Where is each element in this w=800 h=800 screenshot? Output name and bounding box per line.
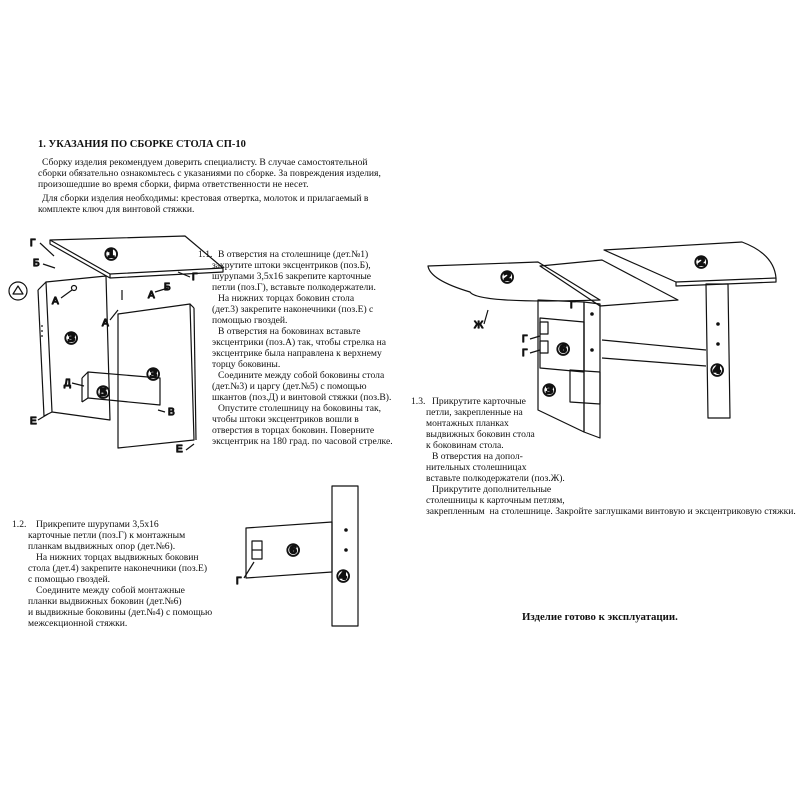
part-number-1: ① bbox=[104, 245, 118, 264]
part-number-5: ⑤ bbox=[96, 383, 110, 402]
step-1-2-line: карточные петли (поз.Г) к монтажным bbox=[28, 530, 186, 541]
step-1-1-line: В отверстия на столешнице (дет.№1) bbox=[218, 249, 369, 260]
part-number-4: ④ bbox=[336, 567, 350, 586]
cam-lock-icon bbox=[8, 281, 28, 301]
diagram-complete-table: ② ④ ② ③ ⑥ Ж Г Г Г bbox=[427, 241, 777, 439]
side-panel-right bbox=[117, 303, 195, 449]
label-a: А bbox=[102, 318, 109, 329]
step-1-3-line: Прикрутите дополнительные bbox=[432, 484, 552, 495]
part-number-4: ④ bbox=[710, 361, 724, 380]
step-number: 1.1. bbox=[198, 249, 213, 260]
step-1-1-line: эксцентрике была направлена к верхнему bbox=[212, 348, 382, 359]
extension-leaf-left bbox=[427, 261, 601, 302]
part-number-6: ⑥ bbox=[556, 340, 570, 359]
extension-side-panel bbox=[331, 485, 359, 627]
label-zh: Ж bbox=[474, 320, 484, 331]
step-1-1-line: шурупами 3,5х16 закрепите карточные bbox=[212, 271, 372, 282]
diagram-table-base: ① ③ ⑤ ③ Г Б А Б bbox=[8, 235, 224, 456]
label-a: А bbox=[148, 290, 155, 301]
step-1-3-line: петли, закрепленные на bbox=[426, 407, 523, 418]
tabletop-part bbox=[49, 235, 224, 275]
step-1-3-line: нительных столешницах bbox=[426, 462, 527, 473]
side-panel-left bbox=[45, 275, 111, 421]
step-1-3-line: В отверстия на допол- bbox=[432, 451, 523, 462]
label-g: Г bbox=[30, 238, 36, 249]
step-1-1-line: Соедините между собой боковины стола bbox=[218, 370, 385, 381]
label-a: А bbox=[52, 296, 59, 307]
intro-line: комплекте ключ для винтовой стяжки. bbox=[38, 204, 195, 215]
label-e: Е bbox=[176, 444, 183, 455]
step-1-2-line: Прикрепите шурупами 3,5х16 bbox=[36, 519, 159, 530]
step-1-1-line: эксцентрик на 180 град. по часовой стрел… bbox=[212, 436, 393, 447]
part-number-2: ② bbox=[694, 253, 708, 272]
label-d: Д bbox=[64, 378, 71, 389]
step-1-1-line: (дет.№3) и царгу (дет.№5) с помощью bbox=[212, 381, 367, 392]
step-1-3-line: выдвижных боковин стола bbox=[426, 429, 535, 440]
step-1-1-line: петли (поз.Г), вставьте полкодержатели. bbox=[212, 282, 376, 293]
step-1-1-line: шкантов (поз.Д) и винтовой стяжки (поз.В… bbox=[212, 392, 392, 403]
step-1-1-line: чтобы штоки эксцентриков вошли в bbox=[212, 414, 359, 425]
step-1-2-line: с помощью гвоздей. bbox=[28, 574, 111, 585]
step-1-2-line: и выдвижные боковины (дет.№4) с помощью bbox=[28, 607, 213, 618]
step-number: 1.2. bbox=[12, 519, 27, 530]
intro-line: Для сборки изделия необходимы: крестовая… bbox=[42, 193, 369, 204]
step-1-1-line: помощью гвоздей. bbox=[212, 315, 288, 326]
step-1-1-line: На нижних торцах боковин стола bbox=[218, 293, 355, 304]
step-number: 1.3. bbox=[411, 396, 426, 407]
part-number-2: ② bbox=[500, 268, 514, 287]
part-number-3: ③ bbox=[64, 329, 78, 348]
step-1-1-line: отверстия в торцах боковин. Поверните bbox=[212, 425, 375, 436]
step-1-2-line: стола (дет.4) закрепите наконечники (поз… bbox=[28, 563, 208, 574]
step-1-2-line: Соедините между собой монтажные bbox=[36, 585, 185, 596]
step-1-3-line: столешницы к карточным петлям, bbox=[426, 495, 565, 506]
extension-leaf-right bbox=[603, 241, 777, 283]
diagram-extension-leg: ⑥ ④ Г bbox=[235, 485, 359, 627]
part-number-3: ③ bbox=[146, 365, 160, 384]
step-1-1-line: эксцентрики (поз.А) так, чтобы стрелка н… bbox=[212, 337, 387, 348]
label-g: Г bbox=[570, 300, 576, 311]
label-e: Е bbox=[30, 416, 37, 427]
intro-line: Сборку изделия рекомендуем доверить спец… bbox=[42, 157, 368, 168]
step-1-1-line: В отверстия на боковинах вставьте bbox=[218, 326, 361, 337]
page-title: 1. УКАЗАНИЯ ПО СБОРКЕ СТОЛА СП-10 bbox=[38, 139, 246, 150]
step-1-3-line: монтажных планках bbox=[426, 418, 509, 429]
intro-line: сборки обязательно ознакомьтесь с указан… bbox=[38, 168, 381, 179]
label-b: Б bbox=[164, 282, 171, 293]
final-note: Изделие готово к эксплуатации. bbox=[522, 611, 678, 623]
mounting-bar bbox=[245, 521, 333, 579]
step-1-3-line: закрепленным на столешнице. Закройте заг… bbox=[426, 506, 796, 517]
step-1-2-line: планки выдвижных боковин (дет.№6) bbox=[28, 596, 182, 607]
step-1-2-line: планкам выдвижных опор (дет.№6). bbox=[28, 541, 176, 552]
label-v: В bbox=[168, 407, 175, 418]
label-g: Г bbox=[192, 272, 198, 283]
step-1-1-line: закрутите штоки эксцентриков (поз.Б), bbox=[212, 260, 371, 271]
step-1-3-line: вставьте полкодержатели (поз.Ж). bbox=[426, 473, 565, 484]
step-1-2-line: На нижних торцах выдвижных боковин bbox=[36, 552, 199, 563]
step-1-1-line: Опустите столешницу на боковины так, bbox=[218, 403, 382, 414]
label-g: Г bbox=[236, 576, 242, 587]
part-number-6: ⑥ bbox=[286, 541, 300, 560]
apron-part bbox=[87, 371, 161, 406]
step-1-3-line: Прикрутите карточные bbox=[432, 396, 526, 407]
step-1-2-line: межсекционной стяжки. bbox=[28, 618, 128, 629]
label-b: Б bbox=[33, 258, 40, 269]
label-g: Г bbox=[522, 348, 528, 359]
step-1-1-line: торцу боковины. bbox=[212, 359, 281, 370]
extension-leg-right bbox=[705, 283, 731, 419]
label-g: Г bbox=[522, 334, 528, 345]
step-1-1-line: (дет.3) закрепите наконечники (поз.Е) с bbox=[212, 304, 374, 315]
intro-line: произошедшие во время сборки, фирма отве… bbox=[38, 179, 309, 190]
part-number-3: ③ bbox=[542, 381, 556, 400]
step-1-3-line: к боковинам стола. bbox=[426, 440, 504, 451]
